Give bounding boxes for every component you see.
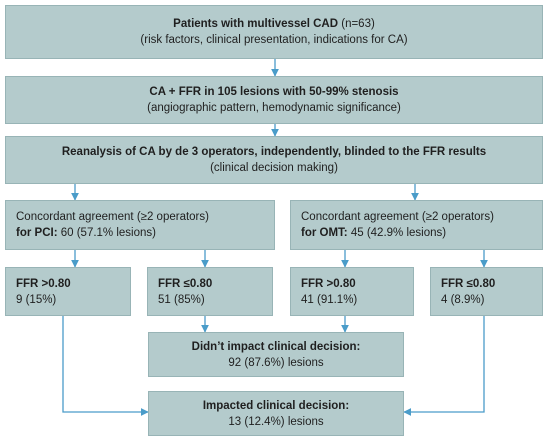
box-reanalysis: Reanalysis of CA by de 3 operators, inde…	[5, 136, 543, 184]
omt-ffr-low-label: FFR ≤0.80	[441, 277, 496, 290]
omt-count: 45 (42.9% lesions)	[347, 227, 447, 239]
reanalysis-title: Reanalysis of CA by de 3 operators, inde…	[61, 146, 487, 158]
box-ca-ffr: CA + FFR in 105 lesions with 50-99% sten…	[5, 76, 543, 124]
ca-ffr-title: CA + FFR in 105 lesions with 50-99% sten…	[149, 86, 399, 98]
ca-ffr-details: (angiographic pattern, hemodynamic signi…	[147, 102, 401, 114]
box-impacted: Impacted clinical decision: 13 (12.4%) l…	[148, 391, 404, 436]
omt-ffr-low-value: 4 (8.9%)	[441, 293, 485, 306]
box-omt-ffr-low: FFR ≤0.80 4 (8.9%)	[430, 267, 543, 316]
box-pci-ffr-high: FFR >0.80 9 (15%)	[5, 267, 131, 316]
omt-ffr-high-label: FFR >0.80	[301, 277, 356, 290]
impacted-label: Impacted clinical decision:	[202, 399, 350, 412]
omt-label: for OMT:	[301, 227, 348, 239]
not-impacted-label: Didn’t impact clinical decision:	[191, 340, 361, 353]
pci-label: for PCI:	[16, 227, 58, 239]
reanalysis-details: (clinical decision making)	[210, 162, 338, 174]
pci-ffr-low-label: FFR ≤0.80	[158, 277, 213, 290]
box-pci-ffr-low: FFR ≤0.80 51 (85%)	[147, 267, 273, 316]
pci-count: 60 (57.1% lesions)	[57, 227, 156, 239]
pci-ffr-low-value: 51 (85%)	[158, 293, 205, 306]
box-patients: Patients with multivessel CAD (n=63) (ri…	[5, 5, 543, 59]
patients-details: (risk factors, clinical presentation, in…	[140, 34, 408, 46]
impacted-value: 13 (12.4%) lesions	[228, 415, 324, 428]
box-omt-agreement: Concordant agreement (≥2 operators) for …	[290, 200, 543, 250]
pci-agreement-label: Concordant agreement (≥2 operators)	[16, 211, 209, 223]
box-omt-ffr-high: FFR >0.80 41 (91.1%)	[290, 267, 414, 316]
box-not-impacted: Didn’t impact clinical decision: 92 (87.…	[148, 332, 404, 377]
pci-ffr-high-value: 9 (15%)	[16, 293, 57, 306]
omt-ffr-high-value: 41 (91.1%)	[301, 293, 358, 306]
patients-title: Patients with multivessel CAD	[173, 18, 339, 30]
patients-count: (n=63)	[338, 18, 375, 30]
arrow-pci-ffr-high-to-impacted	[62, 316, 149, 416]
not-impacted-value: 92 (87.6%) lesions	[228, 356, 324, 369]
pci-ffr-high-label: FFR >0.80	[16, 277, 71, 290]
box-pci-agreement: Concordant agreement (≥2 operators) for …	[5, 200, 275, 250]
arrow-omt-ffr-low-to-impacted	[403, 316, 485, 416]
omt-agreement-label: Concordant agreement (≥2 operators)	[301, 211, 494, 223]
